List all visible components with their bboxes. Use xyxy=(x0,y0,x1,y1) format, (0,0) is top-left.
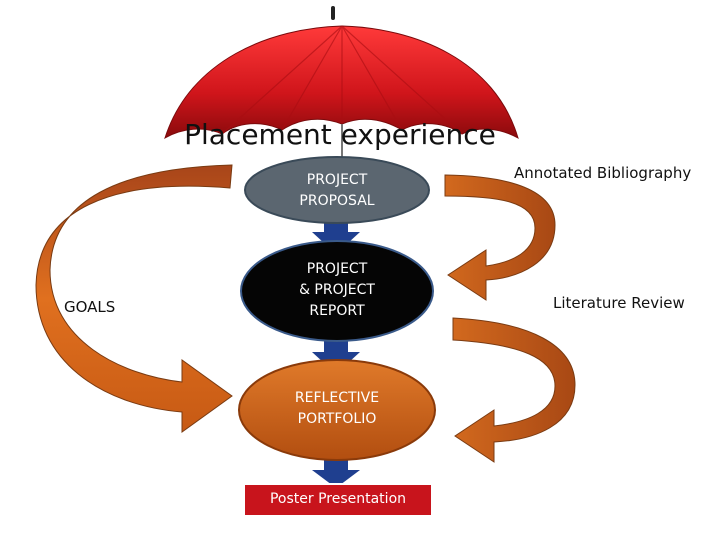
literature-curved-arrow xyxy=(452,317,576,463)
annotated-curved-arrow xyxy=(444,174,556,301)
page-title: Placement experience xyxy=(184,118,496,151)
proposal-label: PROJECT PROPOSAL xyxy=(299,172,375,209)
poster-label: Poster Presentation xyxy=(269,491,407,507)
report-label: PROJECT & PROJECT REPORT xyxy=(299,261,375,319)
annotated-bibliography-label: Annotated Bibliography xyxy=(514,164,692,182)
proposal-node xyxy=(244,156,430,224)
report-node xyxy=(240,240,434,342)
goals-label: GOALS xyxy=(64,298,116,316)
umbrella-icon xyxy=(164,6,519,160)
literature-review-label: Literature Review xyxy=(553,294,685,312)
portfolio-node xyxy=(238,359,436,461)
portfolio-label: REFLECTIVE PORTFOLIO xyxy=(294,390,380,427)
poster-node xyxy=(243,483,433,517)
goals-curved-arrow xyxy=(35,164,233,433)
